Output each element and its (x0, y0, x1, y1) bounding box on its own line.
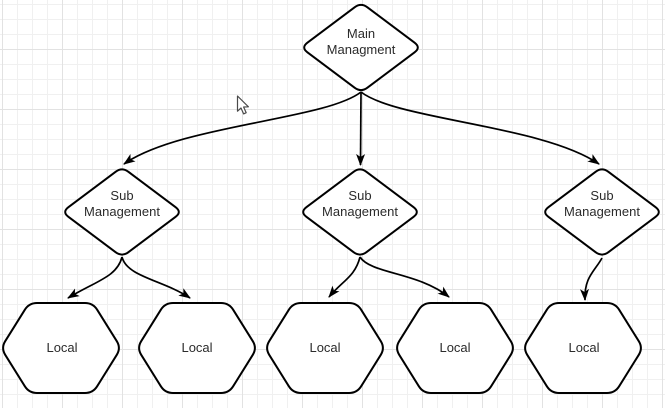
node-local-5[interactable] (524, 302, 642, 394)
edge-main-to-sub-3[interactable] (360, 91, 600, 165)
edge-layer (67, 91, 603, 301)
edge-sub-2-to-local-3[interactable] (328, 256, 361, 298)
node-sub-management-2[interactable] (302, 168, 418, 256)
node-local-4[interactable] (396, 302, 514, 394)
edge-sub-1-to-local-1[interactable] (67, 256, 123, 299)
edge-sub-2-to-local-4[interactable] (359, 256, 450, 298)
node-sub-management-1[interactable] (64, 168, 180, 256)
edge-sub-1-to-local-2[interactable] (121, 256, 191, 299)
node-main-management[interactable] (303, 3, 419, 92)
node-sub-management-3[interactable] (544, 168, 660, 256)
node-local-1[interactable] (2, 302, 120, 394)
node-local-2[interactable] (138, 302, 256, 394)
node-local-3[interactable] (266, 302, 384, 394)
edge-main-to-sub-2[interactable] (356, 91, 366, 166)
edge-main-to-sub-1[interactable] (123, 91, 362, 165)
edge-sub-3-to-local-5[interactable] (580, 257, 603, 301)
node-layer (2, 3, 660, 394)
